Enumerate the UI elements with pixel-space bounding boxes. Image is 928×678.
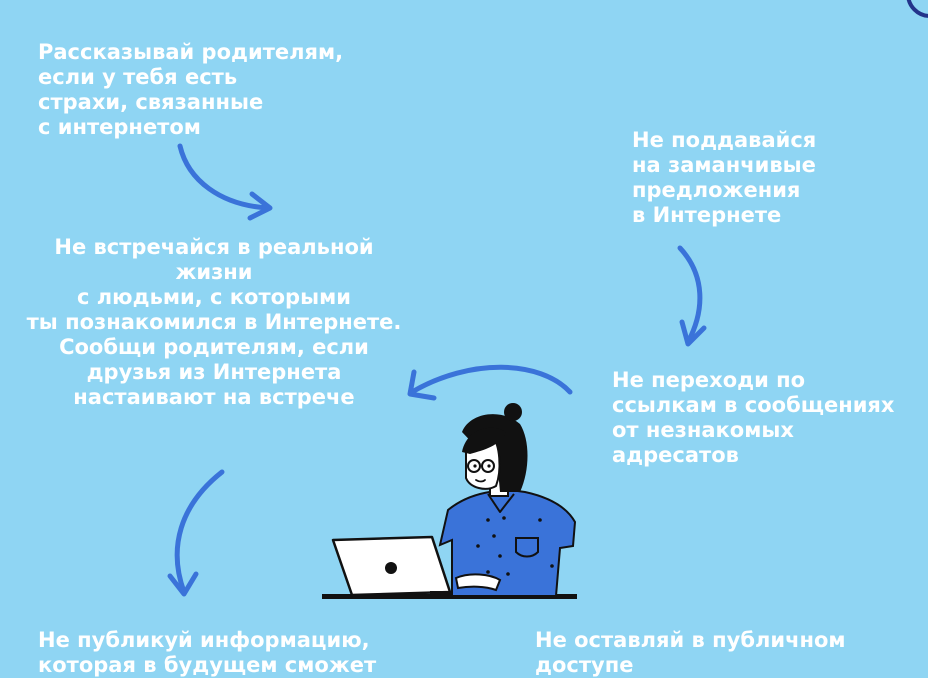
girl-with-laptop-illustration [322, 403, 577, 599]
tip-no-real-meetings: Не встречайся в реальной жизни с людьми,… [26, 235, 402, 409]
tip-unknown-links: Не переходи по ссылкам в сообщениях от н… [612, 368, 895, 467]
tip-tell-parents: Рассказывай родителям, если у тебя есть … [38, 40, 344, 139]
curved-arrow-icon [177, 143, 273, 221]
corner-circle-icon [906, 0, 928, 18]
curved-arrow-icon [677, 245, 707, 347]
curved-arrow-icon [167, 469, 225, 597]
tip-tempting-offers: Не поддавайся на заманчивые предложения … [632, 128, 817, 227]
curved-arrow-icon [407, 364, 573, 401]
